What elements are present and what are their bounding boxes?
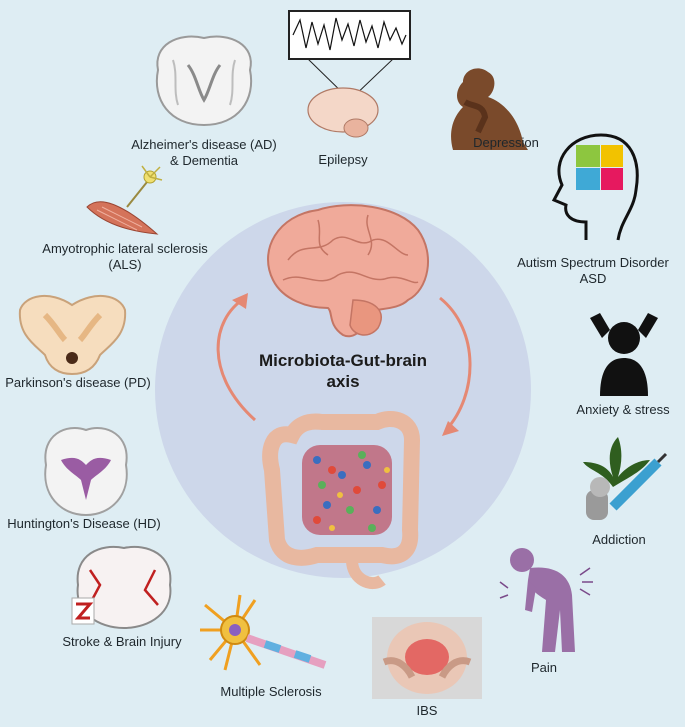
pain-icon [499, 548, 593, 652]
label-ibs: IBS [416, 703, 438, 718]
label-depression: Depression [473, 135, 539, 150]
neuron-icon [200, 594, 327, 671]
label-alzheimers-line1: Alzheimer's disease (AD) [131, 137, 277, 152]
label-parkinsons: Parkinson's disease (PD) [5, 375, 151, 390]
label-alzheimers-line2: & Dementia [170, 153, 238, 168]
midbrain-icon [18, 294, 127, 376]
label-epilepsy: Epilepsy [318, 152, 368, 167]
label-autism-line2: ASD [579, 271, 607, 286]
label-autism: Autism Spectrum Disorder ASD [517, 255, 669, 287]
up-arrow [216, 296, 257, 422]
center-title: Microbiota-Gut-brain axis [259, 350, 427, 392]
label-alzheimers: Alzheimer's disease (AD) & Dementia [131, 137, 277, 169]
label-autism-line1: Autism Spectrum Disorder [517, 255, 669, 270]
label-addiction: Addiction [592, 532, 646, 547]
label-huntingtons: Huntington's Disease (HD) [7, 516, 161, 531]
brain-icon [267, 204, 430, 338]
label-pain: Pain [530, 660, 558, 675]
center-title-line1: Microbiota-Gut-brain [258, 351, 428, 370]
label-als: Amyotrophic lateral sclerosis (ALS) [42, 241, 207, 273]
label-anxiety: Anxiety & stress [576, 402, 670, 417]
anxiety-icon [590, 313, 658, 396]
eeg-icon [288, 10, 411, 138]
alzheimers-brain-icon [155, 35, 253, 127]
addiction-icon [583, 437, 668, 520]
stroke-brain-icon [71, 546, 172, 630]
label-als-line2: (ALS) [108, 257, 142, 272]
label-stroke: Stroke & Brain Injury [62, 634, 182, 649]
gut-icon [262, 411, 421, 590]
depression-icon [451, 68, 528, 150]
label-ms: Multiple Sclerosis [220, 684, 322, 699]
muscle-neuron-icon [86, 165, 163, 235]
label-als-line1: Amyotrophic lateral sclerosis [42, 241, 208, 256]
down-arrow [439, 296, 472, 432]
autism-head-icon [551, 133, 639, 241]
center-title-line2: axis [326, 372, 360, 391]
ibs-abdomen-icon [372, 617, 482, 699]
huntingtons-brain-icon [44, 427, 128, 517]
